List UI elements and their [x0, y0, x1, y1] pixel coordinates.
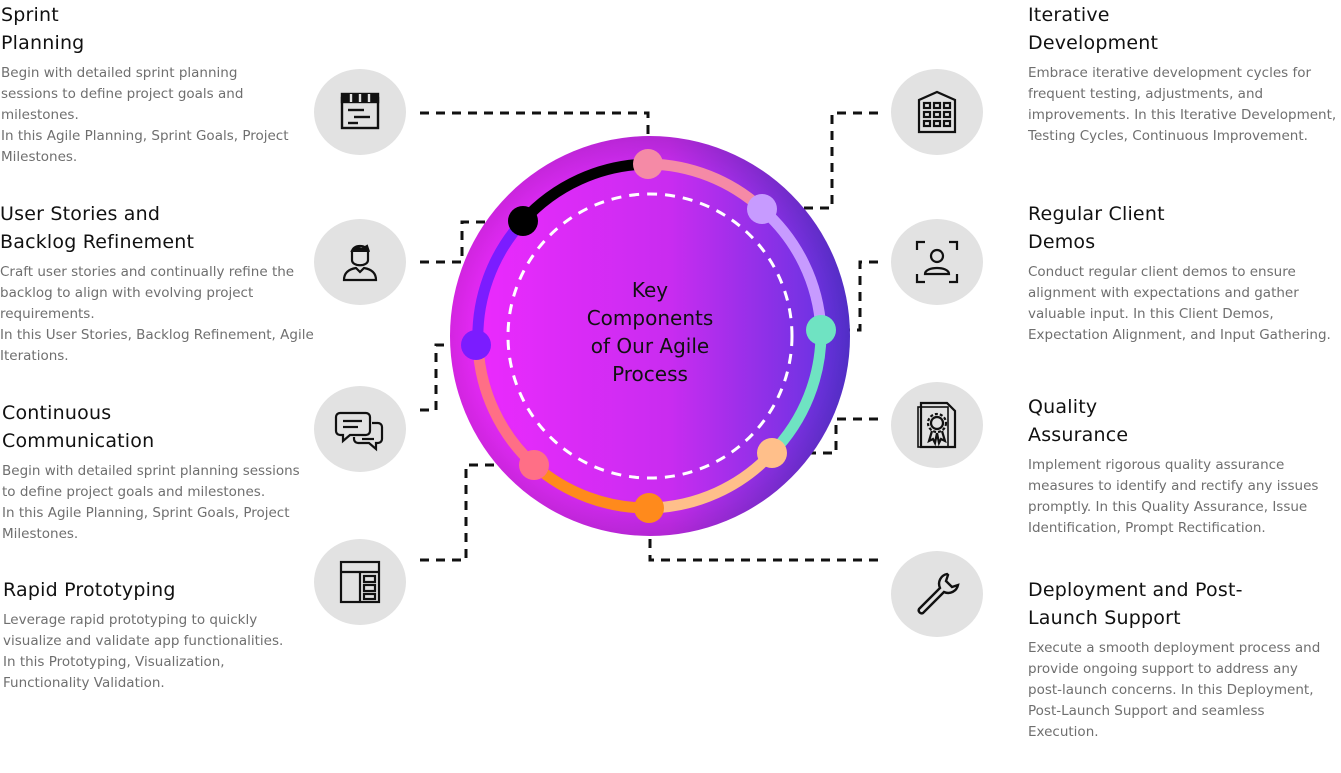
layout-wireframe-icon [314, 539, 406, 625]
user-avatar-icon [314, 219, 406, 305]
deployment-block: Deployment and Post- Launch Support Exec… [1028, 576, 1340, 743]
connector-sprint-planning [420, 111, 650, 150]
node-quality-assurance [757, 438, 787, 468]
connector-deployment [648, 524, 878, 562]
quality-assurance-block: Quality Assurance Implement rigorous qua… [1028, 393, 1340, 539]
inner-dashed-circle [506, 192, 794, 480]
iterative-development-title: Iterative Development [1028, 4, 1159, 54]
client-demos-block: Regular Client Demos Conduct regular cli… [1028, 200, 1340, 346]
certificate-icon [891, 382, 983, 468]
sprint-planning-block: Sprint Planning Begin with detailed spri… [1, 1, 301, 168]
continuous-communication-title: Continuous Communication [2, 402, 155, 452]
rapid-prototyping-description: Leverage rapid prototyping to quickly vi… [3, 612, 284, 691]
node-client-demos [806, 315, 836, 345]
connector-client-demos [821, 260, 878, 332]
arc-coral [472, 339, 540, 471]
arc-peach [644, 447, 778, 514]
deployment-title: Deployment and Post- Launch Support [1028, 579, 1243, 629]
node-iterative-development [747, 194, 777, 224]
rapid-prototyping-title: Rapid Prototyping [3, 579, 176, 601]
quality-assurance-title: Quality Assurance [1028, 396, 1129, 446]
user-stories-block: User Stories and Backlog Refinement Craf… [0, 200, 320, 367]
quality-assurance-description: Implement rigorous quality assurance mea… [1028, 457, 1319, 536]
node-user-stories [508, 206, 538, 236]
kanban-board-icon [314, 69, 406, 155]
continuous-communication-description: Begin with detailed sprint planning sess… [2, 463, 300, 542]
sprint-planning-title: Sprint Planning [1, 4, 85, 54]
node-deployment [634, 493, 664, 523]
node-rapid-prototyping [519, 450, 549, 480]
chat-bubbles-icon [314, 386, 406, 472]
user-stories-description: Craft user stories and continually refin… [0, 264, 314, 364]
center-title: Key Components of Our Agile Process [586, 278, 714, 386]
arc-lavender [756, 203, 827, 336]
arc-black [517, 158, 654, 227]
node-continuous-communication [461, 330, 491, 360]
client-demos-description: Conduct regular client demos to ensure a… [1028, 264, 1331, 343]
continuous-communication-block: Continuous Communication Begin with deta… [2, 399, 317, 545]
user-stories-title: User Stories and Backlog Refinement [0, 203, 195, 253]
rapid-prototyping-block: Rapid Prototyping Leverage rapid prototy… [3, 576, 303, 694]
arc-mint [766, 324, 827, 459]
connector-quality-assurance [772, 417, 878, 455]
building-icon [891, 69, 983, 155]
deployment-description: Execute a smooth deployment process and … [1028, 640, 1321, 740]
agile-process-ring [450, 136, 850, 536]
arc-purple [472, 215, 529, 351]
connector-rapid-prototyping [420, 463, 534, 562]
node-sprint-planning [633, 149, 663, 179]
wrench-icon [891, 551, 983, 637]
client-demos-title: Regular Client Demos [1028, 203, 1165, 253]
user-focus-icon [891, 219, 983, 305]
iterative-development-block: Iterative Development Embrace iterative … [1028, 1, 1340, 147]
sprint-planning-description: Begin with detailed sprint planning sess… [1, 65, 289, 165]
iterative-development-description: Embrace iterative development cycles for… [1028, 65, 1337, 144]
